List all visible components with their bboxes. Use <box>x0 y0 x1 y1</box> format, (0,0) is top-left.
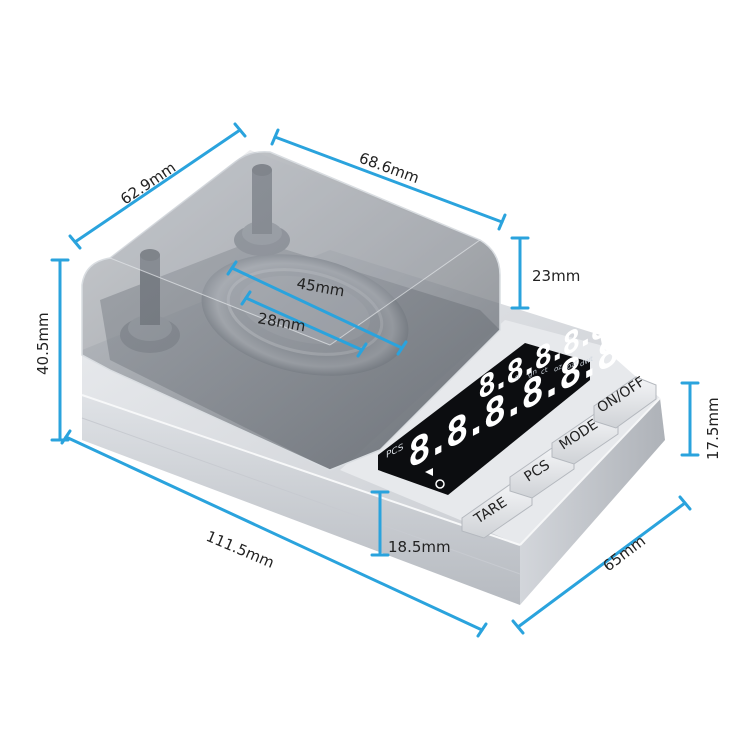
lcd-unit-oz: oz <box>554 361 562 374</box>
dim-line-ring-inner <box>244 296 364 352</box>
label-width-top: 68.6mm <box>357 149 422 187</box>
base-front-face <box>82 395 520 605</box>
lcd-arrow-icon <box>425 468 433 476</box>
dim-line-length <box>64 435 484 632</box>
lcd-stable-icon <box>435 479 445 489</box>
dimension-annotations <box>50 122 700 638</box>
label-depth-top: 62.9mm <box>117 158 179 208</box>
label-base-depth: 65mm <box>600 532 649 575</box>
dim-line-base-depth <box>516 501 687 629</box>
lcd-unit-gn: gn <box>528 366 537 379</box>
base-right-face <box>520 398 665 605</box>
label-body-height: 17.5mm <box>704 397 722 460</box>
transparent-lid <box>81 150 501 471</box>
lcd-unit-ct: ct <box>541 365 548 377</box>
lid-shell <box>81 150 501 471</box>
lcd-unit-g: g <box>515 371 520 382</box>
lcd-unit-ozt: ozt <box>567 357 578 371</box>
dim-line-ring-outer <box>230 266 404 350</box>
lcd-panel <box>378 343 590 495</box>
label-total-height: 40.5mm <box>34 312 52 375</box>
dim-line-width-top <box>273 135 504 224</box>
label-length: 111.5mm <box>203 527 276 572</box>
label-base-height: 18.5mm <box>388 538 451 556</box>
label-lid-height: 23mm <box>532 267 580 285</box>
dim-line-depth-top <box>73 128 242 244</box>
